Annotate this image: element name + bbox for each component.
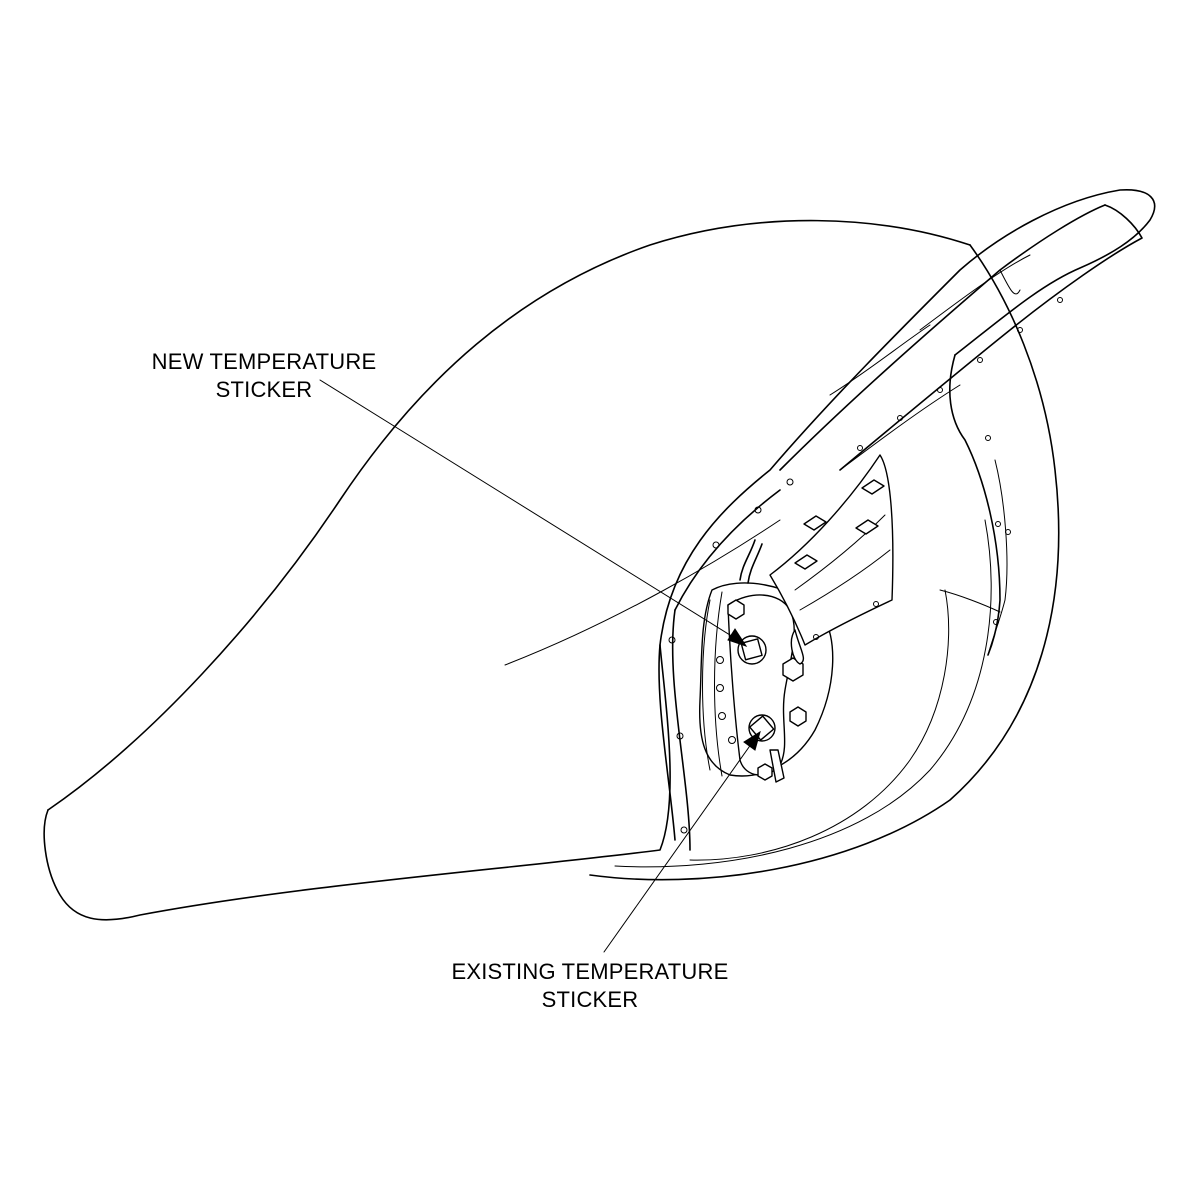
existing-sticker-label-line2: STICKER [541,987,639,1012]
fairing-shell [43,189,1156,921]
inner-fairing-panel [939,354,1011,656]
leader-new-sticker [319,379,748,647]
leader-existing-sticker [603,730,761,953]
new-sticker-label-line1: NEW TEMPERATURE [151,349,377,374]
new-sticker-label-line2: STICKER [215,377,313,402]
torque-bracket [769,454,894,665]
fairing-upper-strut [779,204,1143,471]
existing-temperature-sticker-label: EXISTING TEMPERATURE STICKER [425,958,755,1014]
new-temperature-sticker-label: NEW TEMPERATURE STICKER [128,348,400,404]
tire [589,244,1060,881]
existing-sticker-label-line1: EXISTING TEMPERATURE [451,959,729,984]
new-temperature-sticker [740,638,763,661]
existing-temperature-sticker [749,715,775,741]
